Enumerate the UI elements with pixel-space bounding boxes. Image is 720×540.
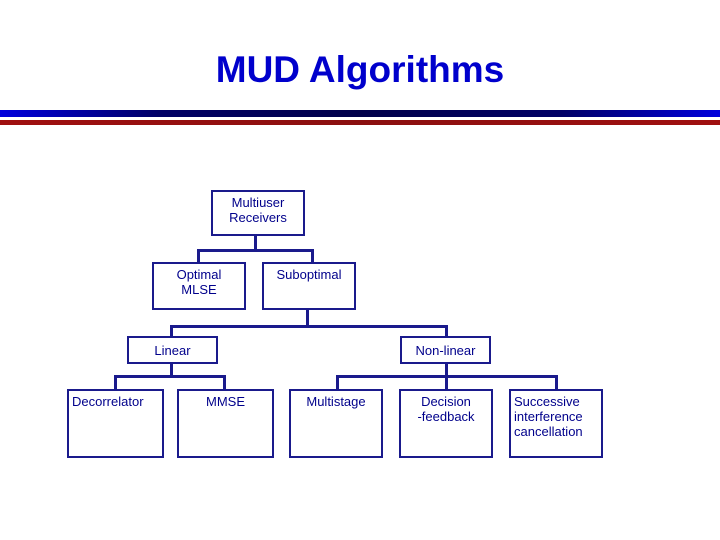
edge-to-optimal-mlse xyxy=(197,249,200,262)
node-suboptimal[interactable]: Suboptimal xyxy=(262,262,356,310)
node-successive-interference-cancellation-line1: Successive xyxy=(514,394,580,409)
edge-to-decorrelator xyxy=(114,375,117,389)
edge-to-multistage xyxy=(336,375,339,389)
title-accent-bar xyxy=(0,110,720,117)
edge-multiuser-receivers-stem xyxy=(254,236,257,251)
edge-to-successive-interference-cancellation xyxy=(555,375,558,389)
title-accent-rule xyxy=(0,120,720,125)
edge-to-suboptimal xyxy=(311,249,314,262)
node-optimal-mlse-line1: Optimal xyxy=(176,267,222,282)
node-optimal-mlse-line2: MLSE xyxy=(181,282,217,297)
edge-multiuser-receivers-bus xyxy=(197,249,314,252)
node-mmse[interactable]: MMSE xyxy=(177,389,274,458)
edge-suboptimal-bus xyxy=(170,325,448,328)
node-decision-feedback[interactable]: Decision -feedback xyxy=(399,389,493,458)
node-multiuser-receivers-line2: Receivers xyxy=(229,210,287,225)
node-decorrelator-label: Decorrelator xyxy=(72,394,144,409)
title-accent-gap xyxy=(0,117,720,120)
node-decision-feedback-line1: Decision xyxy=(421,394,471,409)
node-multistage-label: Multistage xyxy=(306,394,366,409)
node-multiuser-receivers[interactable]: Multiuser Receivers xyxy=(211,190,305,236)
node-linear-label: Linear xyxy=(154,342,191,358)
node-successive-interference-cancellation[interactable]: Successive interference cancellation xyxy=(509,389,603,458)
edge-suboptimal-stem xyxy=(306,310,309,327)
edge-linear-bus xyxy=(114,375,226,378)
node-non-linear[interactable]: Non-linear xyxy=(400,336,491,364)
node-mmse-label: MMSE xyxy=(206,394,245,409)
node-multistage[interactable]: Multistage xyxy=(289,389,383,458)
node-linear[interactable]: Linear xyxy=(127,336,218,364)
node-successive-interference-cancellation-line2: interference xyxy=(514,409,583,424)
edge-to-decision-feedback xyxy=(445,375,448,389)
edge-non-linear-stem xyxy=(445,363,448,377)
node-decision-feedback-line2: -feedback xyxy=(417,409,475,424)
page-title: MUD Algorithms xyxy=(215,49,505,90)
edge-to-linear xyxy=(170,325,173,337)
node-multiuser-receivers-line1: Multiuser xyxy=(231,195,285,210)
edge-to-non-linear xyxy=(445,325,448,337)
edge-to-mmse xyxy=(223,375,226,389)
node-non-linear-label: Non-linear xyxy=(415,342,476,358)
node-decorrelator[interactable]: Decorrelator xyxy=(67,389,164,458)
node-suboptimal-label: Suboptimal xyxy=(276,267,342,282)
node-optimal-mlse[interactable]: Optimal MLSE xyxy=(152,262,246,310)
edge-linear-stem xyxy=(170,363,173,377)
node-successive-interference-cancellation-line3: cancellation xyxy=(514,424,583,439)
